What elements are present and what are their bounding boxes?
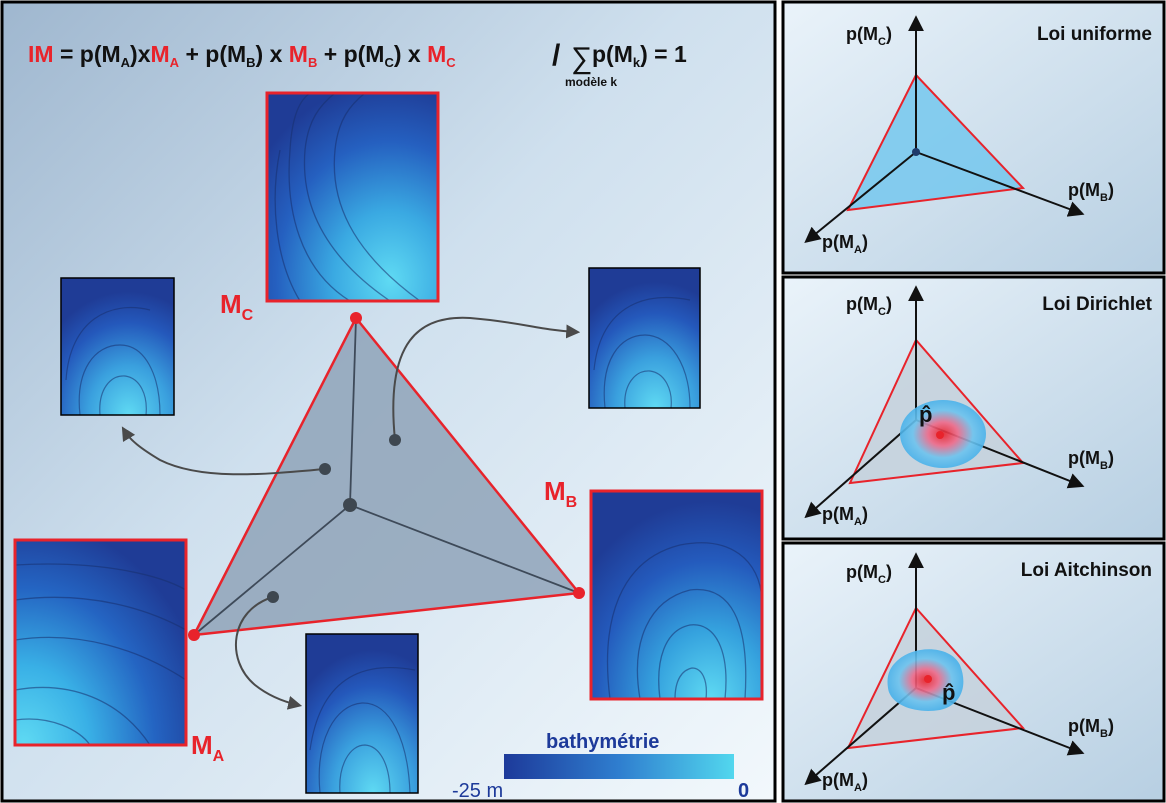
vertex-b-point <box>573 587 585 599</box>
vertex-a-point <box>188 629 200 641</box>
vertex-label-mc: MC <box>220 289 254 324</box>
formula-sum: ∑ <box>571 42 592 75</box>
colorbar-max-label: 0 <box>738 780 749 802</box>
panel-aitchinson-label-a: p(MA) <box>822 770 868 794</box>
panel-aitchinson-estimate-point <box>924 675 932 683</box>
bathymetry-colorbar: bathymétrie -25 m 0 <box>452 731 749 802</box>
sample-point-3 <box>267 591 279 603</box>
bathymetry-map-sample-3 <box>305 633 419 794</box>
bathymetry-map-sample-2 <box>588 267 701 409</box>
panel-uniform-axis-b <box>915 151 1085 217</box>
panel-aitchinson-label-c: p(MC) <box>846 562 892 586</box>
panel-aitchinson: p̂ Loi Aitchinson p(MC) p(MB) p(MA) <box>781 541 1166 803</box>
sample-point-2 <box>319 463 331 475</box>
formula-sum-term: p(Mk) = 1 <box>592 41 687 70</box>
panel-aitchinson-axis-a <box>804 687 917 786</box>
bathymetry-map-ma <box>13 538 188 747</box>
formula: IM = p(MA)xMA + p(MB) x MB + p(MC) x MC <box>28 41 456 70</box>
main-panel: IM = p(MA)xMA + p(MB) x MB + p(MC) x MC … <box>0 0 777 803</box>
colorbar-min-label: -25 m <box>452 780 503 802</box>
vertex-label-mb: MB <box>544 476 577 511</box>
connector-arrow-top-right <box>392 316 581 441</box>
panel-uniform-center <box>912 148 920 156</box>
colorbar-gradient <box>504 754 734 779</box>
vertex-c-point <box>350 312 362 324</box>
bathymetry-map-mc <box>265 91 440 303</box>
colorbar-title: bathymétrie <box>546 731 659 753</box>
panel-aitchinson-label-b: p(MB) <box>1068 716 1114 740</box>
panel-dirichlet-label-b: p(MB) <box>1068 448 1114 472</box>
panel-uniform-axis-a <box>804 151 917 244</box>
formula-slash: / <box>552 39 561 72</box>
panel-uniform-title: Loi uniforme <box>1037 24 1152 45</box>
panel-uniform: Loi uniforme p(MC) p(MB) p(MA) <box>781 0 1166 275</box>
sample-point-1 <box>389 434 401 446</box>
panel-uniform-label-c: p(MC) <box>846 24 892 48</box>
panel-dirichlet: p̂ Loi Dirichlet p(MC) p(MB) p(MA) <box>781 275 1166 541</box>
connector-arrow-left <box>121 426 326 476</box>
vertex-label-ma: MA <box>191 730 225 765</box>
formula-sum-subscript: modèle k <box>565 75 617 89</box>
panel-dirichlet-label-a: p(MA) <box>822 504 868 528</box>
bathymetry-map-sample-1 <box>60 277 175 416</box>
simplex-center-point <box>343 498 357 512</box>
panel-dirichlet-axis-a <box>804 419 917 519</box>
panel-dirichlet-label-c: p(MC) <box>846 294 892 318</box>
simplex-edge-a <box>193 504 351 636</box>
bathymetry-map-mb <box>589 489 764 701</box>
simplex-edge-c <box>349 317 357 506</box>
panel-aitchinson-estimate-label: p̂ <box>942 680 955 705</box>
panel-dirichlet-estimate-point <box>936 431 944 439</box>
panel-aitchinson-title: Loi Aitchinson <box>1021 560 1152 581</box>
panel-uniform-label-b: p(MB) <box>1068 180 1114 204</box>
panel-uniform-label-a: p(MA) <box>822 232 868 256</box>
connector-arrow-bottom <box>234 596 303 710</box>
simplex-edge-b <box>349 504 580 594</box>
panel-dirichlet-estimate-label: p̂ <box>919 402 932 427</box>
panel-dirichlet-title: Loi Dirichlet <box>1042 294 1152 315</box>
